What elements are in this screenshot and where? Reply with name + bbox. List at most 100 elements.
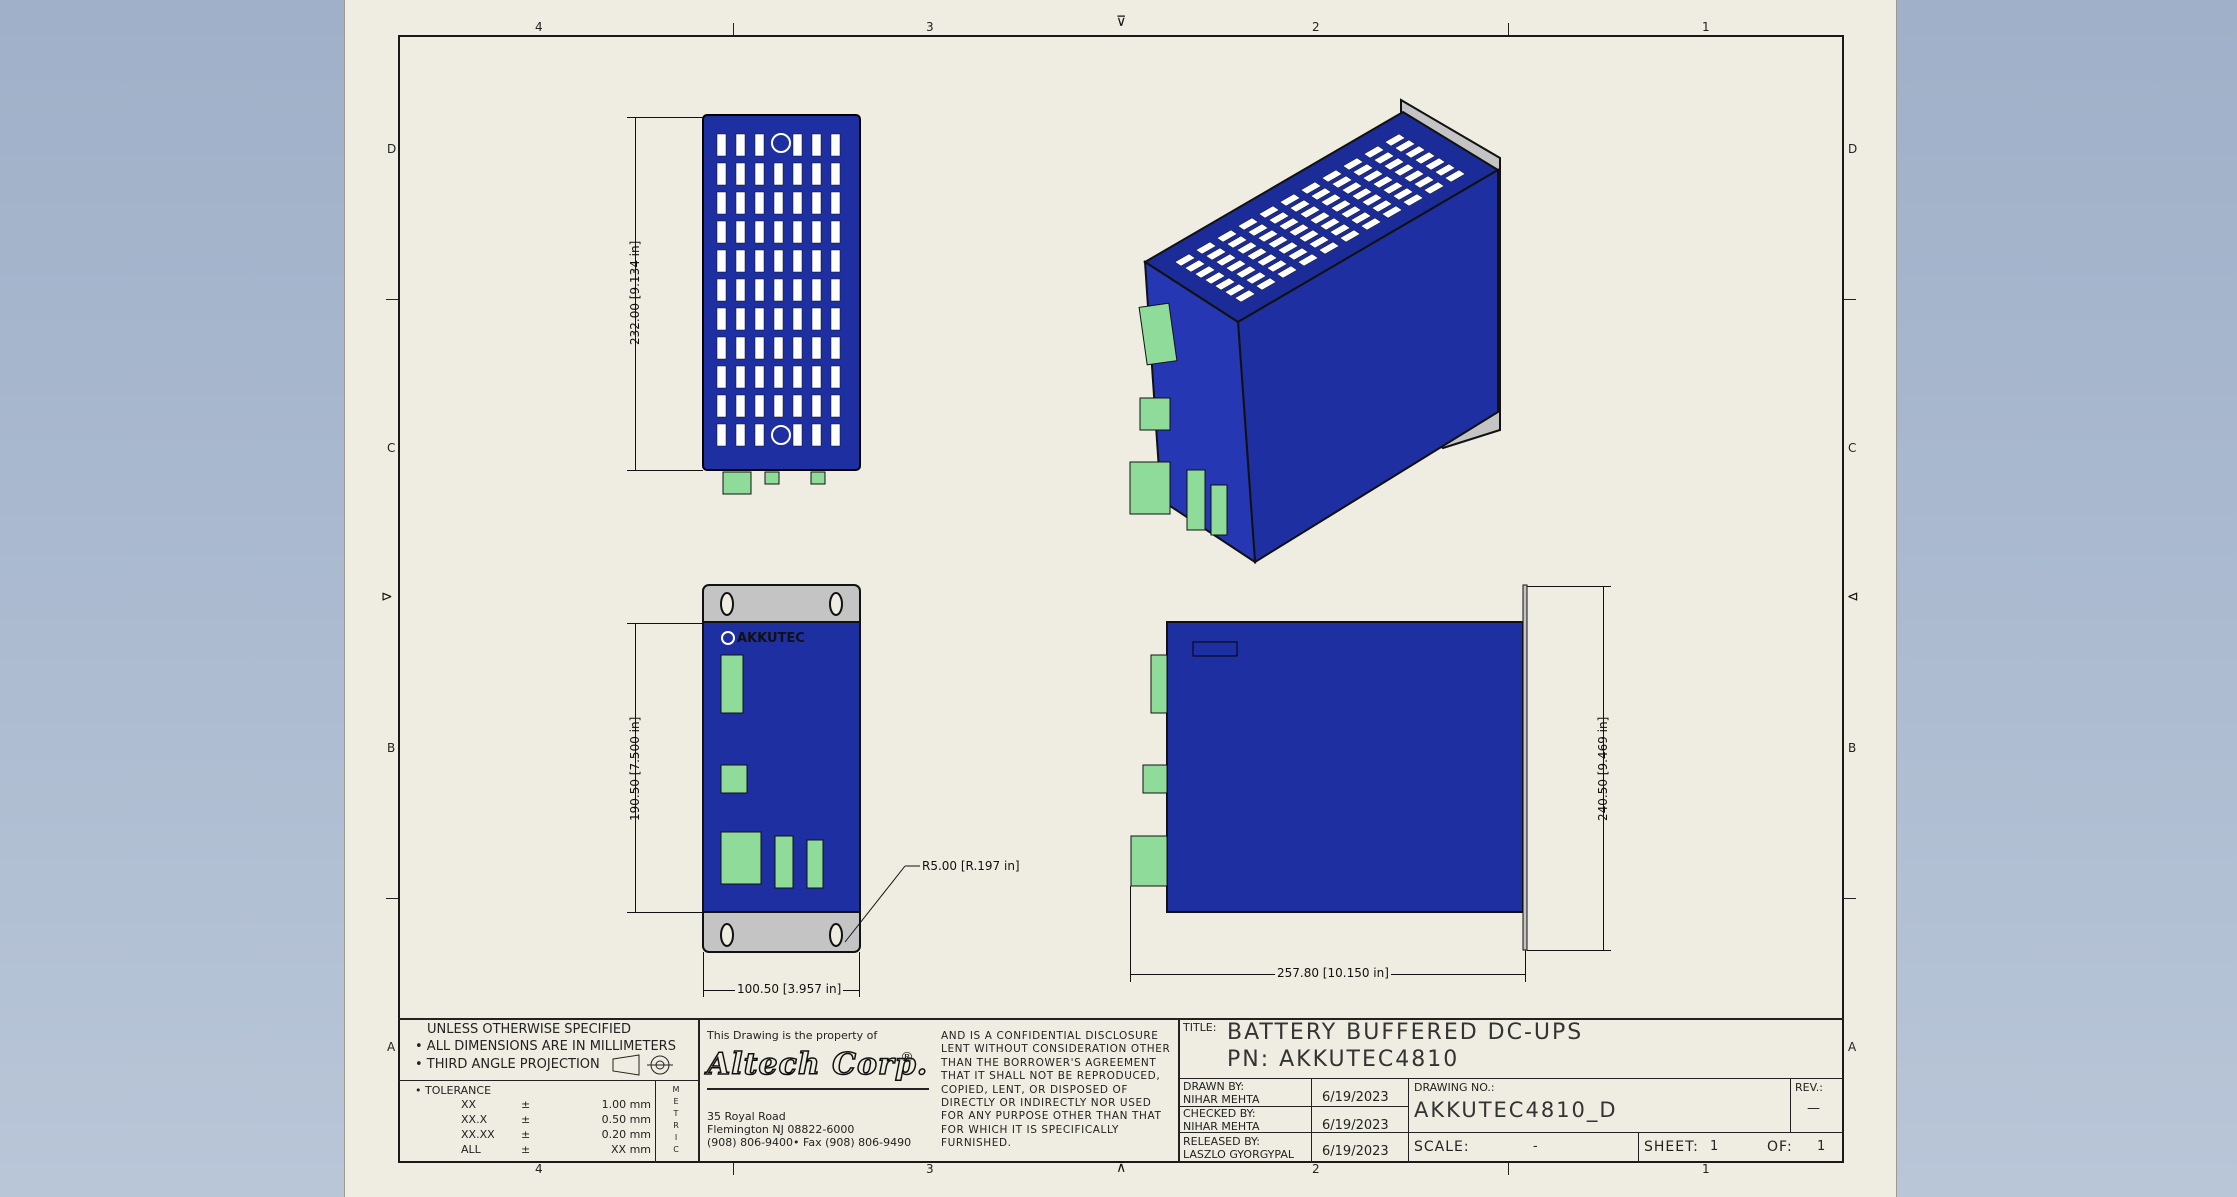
front-height-dim-line <box>635 623 636 912</box>
vent-slot <box>1246 247 1268 261</box>
center-mark-top: ⊽ <box>1116 14 1127 30</box>
vent-slot <box>1393 163 1415 177</box>
vent-slot <box>830 336 841 360</box>
vent-slot <box>754 336 765 360</box>
vent-slot <box>1309 211 1331 225</box>
side-height-ext-top <box>1527 586 1611 587</box>
vent-slot <box>1362 169 1384 183</box>
vent-slot <box>811 249 822 273</box>
zone-tick <box>386 898 398 899</box>
vent-slot <box>1236 241 1258 255</box>
rev-label: REV.: <box>1795 1081 1823 1094</box>
confidential-line: FOR ANY PURPOSE OTHER THAN THAT <box>941 1110 1162 1123</box>
vent-slot <box>811 365 822 389</box>
zone-col-1-top: 1 <box>1702 20 1710 34</box>
vent-slot <box>716 394 727 418</box>
vent-slot <box>1424 157 1446 171</box>
vent-slot <box>1288 223 1310 237</box>
drawn-name: NIHAR MEHTA <box>1183 1093 1260 1106</box>
vent-slot <box>1289 199 1311 213</box>
zone-row-d-left: D <box>387 142 397 156</box>
logo-underline <box>707 1088 929 1090</box>
vent-slot <box>811 307 822 331</box>
vent-slot <box>1308 235 1330 249</box>
vent-slot <box>735 191 746 215</box>
vent-slot <box>811 162 822 186</box>
registered-mark: ® <box>900 1050 914 1066</box>
third-angle-symbol-icon <box>612 1054 673 1076</box>
tolerance-symbol: ± <box>521 1143 531 1156</box>
vent-slot <box>1373 151 1395 165</box>
isometric-view <box>1129 98 1501 564</box>
tolerance-symbol: ± <box>521 1113 531 1126</box>
front-view <box>702 584 861 953</box>
confidential-line: FOR WHICH IT IS SPECIFICALLY <box>941 1123 1120 1136</box>
vent-slot <box>792 162 803 186</box>
vent-slot <box>1226 235 1248 249</box>
tb-divider <box>1178 1078 1844 1079</box>
vent-slot <box>1402 193 1424 207</box>
vent-slot <box>773 278 784 302</box>
vent-slot <box>811 278 822 302</box>
vent-slot <box>1299 205 1321 219</box>
vent-slot <box>1237 217 1259 231</box>
zone-col-3-bottom: 3 <box>926 1162 934 1176</box>
confidential-line: DIRECTLY OR INDIRECTLY NOR USED <box>941 1097 1152 1110</box>
zone-row-a-right: A <box>1848 1040 1857 1054</box>
of-value: 1 <box>1817 1139 1826 1154</box>
vent-slot <box>754 133 765 157</box>
vent-slot <box>792 278 803 302</box>
front-width-ext-left <box>703 952 704 997</box>
metric-letter: M <box>672 1085 680 1094</box>
zone-row-a-left: A <box>387 1040 396 1054</box>
vent-slot <box>1268 211 1290 225</box>
vent-slot <box>1351 187 1373 201</box>
vent-slot <box>1382 181 1404 195</box>
radius-dim: R5.00 [R.197 in] <box>922 859 1020 873</box>
vent-slot <box>735 249 746 273</box>
vent-slot <box>1174 253 1196 267</box>
side-width-ext-left <box>1130 886 1131 982</box>
property-line: This Drawing is the property of <box>707 1029 878 1042</box>
vent-slot <box>1404 145 1426 159</box>
vent-slot <box>1381 205 1403 219</box>
vent-slot <box>754 220 765 244</box>
vent-slot <box>1257 229 1279 243</box>
tolerance-row: XX.XX±0.20 mm <box>461 1128 651 1143</box>
side-height-ext-bottom <box>1527 950 1611 951</box>
vent-slot <box>1414 151 1436 165</box>
title-block <box>398 1018 1844 1165</box>
vent-slot <box>830 278 841 302</box>
zone-row-b-right: B <box>1848 741 1857 755</box>
vent-slot <box>1258 205 1280 219</box>
vent-slot <box>1320 193 1342 207</box>
zone-col-2-top: 2 <box>1312 20 1320 34</box>
tb-divider <box>1178 1132 1844 1133</box>
address-line-1: 35 Royal Road <box>707 1110 786 1123</box>
vent-slot <box>773 191 784 215</box>
zone-row-c-left: C <box>387 441 396 455</box>
top-height-dim-line <box>635 117 636 470</box>
vent-slot <box>735 162 746 186</box>
vent-slot <box>1267 235 1289 249</box>
vent-slot <box>1214 277 1236 291</box>
vent-slot <box>1413 175 1435 189</box>
vent-slot <box>1360 217 1382 231</box>
vent-slot <box>1297 253 1319 267</box>
vent-slot <box>1224 283 1246 297</box>
vent-slot <box>1247 223 1269 237</box>
drawing-sheet: 4 3 2 1 4 3 2 1 D C B A D C B A ⊽ ⊼ ⊳ ⊲ … <box>344 0 1897 1197</box>
drawing-title: BATTERY BUFFERED DC-UPS <box>1227 1020 1584 1045</box>
vent-slot <box>735 133 746 157</box>
side-height-dim: 240.50 [9.469 in] <box>1596 716 1610 821</box>
vent-slot <box>735 394 746 418</box>
zone-row-c-right: C <box>1848 441 1857 455</box>
metric-letter: I <box>674 1133 678 1142</box>
vent-slot <box>1339 229 1361 243</box>
vent-slot <box>1319 217 1341 231</box>
vent-slot <box>735 220 746 244</box>
vent-slot <box>1352 163 1374 177</box>
vent-slot <box>811 191 822 215</box>
vent-slot <box>830 162 841 186</box>
